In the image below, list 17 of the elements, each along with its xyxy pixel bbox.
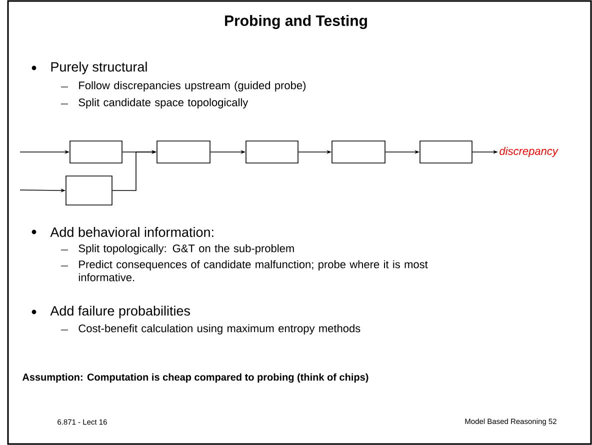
component-box	[332, 140, 386, 164]
component-box	[246, 140, 298, 164]
output-label: discrepancy	[500, 146, 558, 158]
bullet-text: Add behavioral information:	[50, 227, 214, 237]
component-box	[66, 176, 112, 206]
sub-bullet-text: Split topologically: G&T on the sub-problem	[78, 244, 294, 254]
bullet-text: Purely structural	[51, 62, 147, 74]
sub-bullet-text: Split candidate space topologically	[78, 98, 248, 108]
component-box	[156, 140, 210, 164]
component-box	[70, 140, 122, 164]
sub-bullet-text: Cost-benefit calculation using maximum entropy methods	[78, 324, 360, 334]
bullet-text: Add failure probabilities	[50, 306, 190, 318]
title: Probing and Testing	[225, 14, 367, 30]
sub-bullet-text: Follow discrepancies upstream (guided probe)	[79, 81, 306, 92]
note: Assumption: Computation is cheap compared to probing (think of chips)	[22, 373, 368, 383]
component-box	[420, 140, 472, 164]
sub-bullet-text: Predict consequences of candidate malfunction; probe where it is most informative.	[78, 260, 428, 282]
